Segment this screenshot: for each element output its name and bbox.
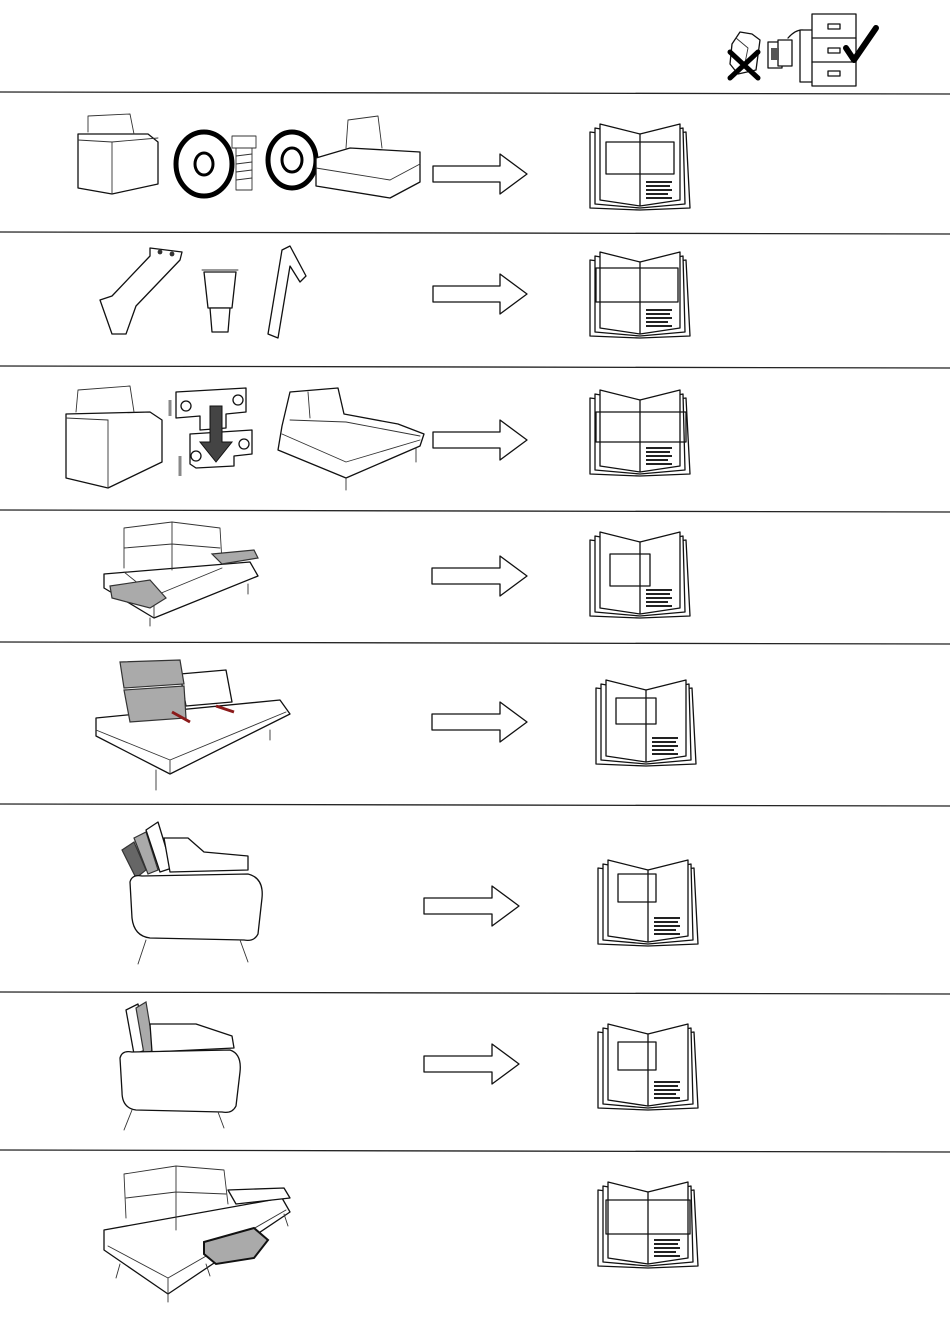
- manual-book-icon: [590, 390, 690, 476]
- manual-book-icon: [598, 1182, 698, 1268]
- manual-book-icon: [590, 124, 690, 210]
- step-row-2: [0, 236, 950, 364]
- arrow-right-icon: [433, 420, 527, 460]
- sofa-with-armrest-pads: [104, 522, 258, 626]
- sofa-side-view-headrest-tilt: [120, 1002, 240, 1130]
- step-row-6: [0, 808, 950, 990]
- step-row-4: [0, 514, 950, 640]
- header: [0, 0, 950, 92]
- sofa-side-view-headrest-positions: [122, 822, 262, 964]
- manual-book-icon: [590, 252, 690, 338]
- arrow-right-icon: [432, 556, 527, 596]
- manual-book-icon: [598, 860, 698, 946]
- sofa-with-seat-extension: [104, 1166, 290, 1302]
- sofa-modules-with-connector-bracket: [66, 386, 424, 490]
- arrow-right-icon: [424, 1044, 519, 1084]
- step-row-1: [0, 98, 950, 230]
- sofa-leg-glide-and-allen-key: [100, 246, 306, 338]
- step-row-7: [0, 996, 950, 1148]
- step-row-8: [0, 1154, 950, 1344]
- manual-book-icon: [596, 680, 696, 766]
- sofa-modules-with-washer-bolt-nut: [78, 114, 420, 198]
- arrow-right-icon: [433, 154, 527, 194]
- step-row-5: [0, 646, 950, 802]
- manual-book-icon: [598, 1024, 698, 1110]
- arrow-right-icon: [424, 886, 519, 926]
- recycle-packaging-check-icon: [722, 8, 882, 90]
- arrow-right-icon: [433, 274, 527, 314]
- arrow-right-icon: [432, 702, 527, 742]
- manual-book-icon: [590, 532, 690, 618]
- step-row-3: [0, 370, 950, 508]
- divider: [0, 90, 950, 98]
- sofa-headrest-adjustment: [96, 660, 290, 790]
